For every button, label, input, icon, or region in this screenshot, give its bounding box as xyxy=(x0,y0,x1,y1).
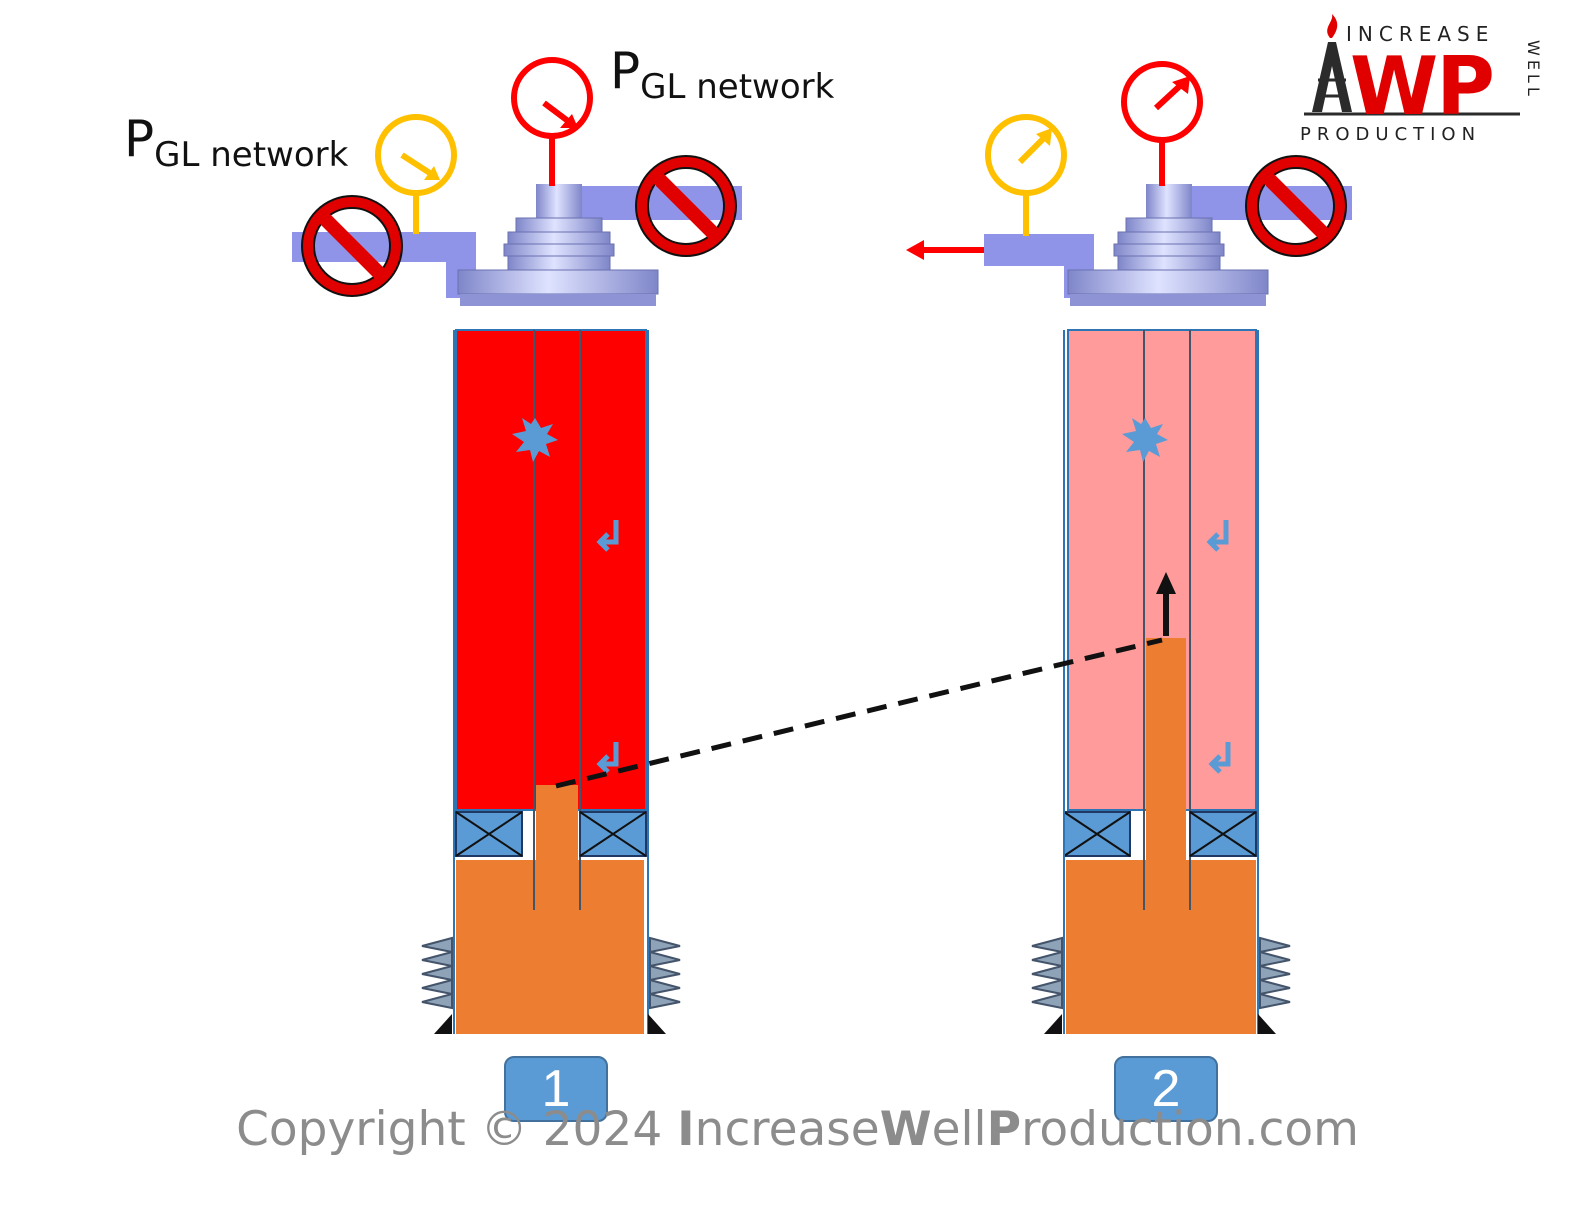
logo-top-text: INCREASE xyxy=(1346,22,1495,46)
iwp-logo xyxy=(1304,14,1520,116)
fluid-column-well-1 xyxy=(456,785,644,1034)
well-2-badge: 2 xyxy=(1114,1056,1218,1122)
copyright-bold-p: P xyxy=(986,1102,1022,1157)
casing-pipe-well-2 xyxy=(984,234,1094,298)
copyright-notice: Copyright © 2024 IncreaseWellProduction.… xyxy=(0,1102,1595,1157)
copyright-part: ncrease xyxy=(694,1102,880,1157)
tubing-pipe-well-2 xyxy=(1182,186,1352,220)
logo-bottom-text: PRODUCTION xyxy=(1300,124,1482,145)
copyright-part: ell xyxy=(931,1102,987,1157)
well-2 xyxy=(906,61,1352,1034)
well-1-badge: 1 xyxy=(504,1056,608,1122)
label-subscript: GL network xyxy=(154,135,349,175)
copyright-bold-w: W xyxy=(879,1102,932,1157)
perforations-left xyxy=(1031,937,1063,1009)
packer-left xyxy=(455,811,523,857)
annulus-well-1 xyxy=(455,329,647,811)
logo-main-text: WP xyxy=(1350,40,1495,133)
tubing-pipe-well-1 xyxy=(570,186,742,220)
tubing-gauge-icon xyxy=(511,57,593,139)
packer-left xyxy=(1063,811,1131,857)
up-arrow-icon xyxy=(1156,572,1176,594)
copyright-part: roduction.com xyxy=(1021,1102,1359,1157)
perforations-left xyxy=(421,937,453,1009)
perforations-right xyxy=(1259,937,1291,1009)
casing-pipe-well-1 xyxy=(292,232,476,298)
well-1 xyxy=(292,57,742,1034)
perforations-right xyxy=(649,937,681,1009)
label-p-symbol: P xyxy=(124,110,155,168)
label-pgl-network-center: PGL network xyxy=(610,42,834,107)
label-subscript: GL network xyxy=(640,67,835,107)
copyright-prefix: Copyright © 2024 xyxy=(236,1102,678,1157)
leak-star-icon xyxy=(512,418,558,462)
fluid-column-well-2 xyxy=(1066,638,1256,1034)
fluid-level-connector xyxy=(555,637,1163,789)
packer-right xyxy=(1189,811,1257,857)
label-p-symbol: P xyxy=(610,42,641,100)
packer-right xyxy=(579,811,647,857)
label-pgl-network-left: PGL network xyxy=(124,110,348,175)
bleed-off-arrow-icon xyxy=(906,240,924,260)
casing-gauge-icon xyxy=(375,114,457,196)
logo-side-text: WELL xyxy=(1524,40,1543,100)
leak-star-icon xyxy=(1122,418,1168,462)
copyright-bold-i: I xyxy=(677,1102,695,1157)
